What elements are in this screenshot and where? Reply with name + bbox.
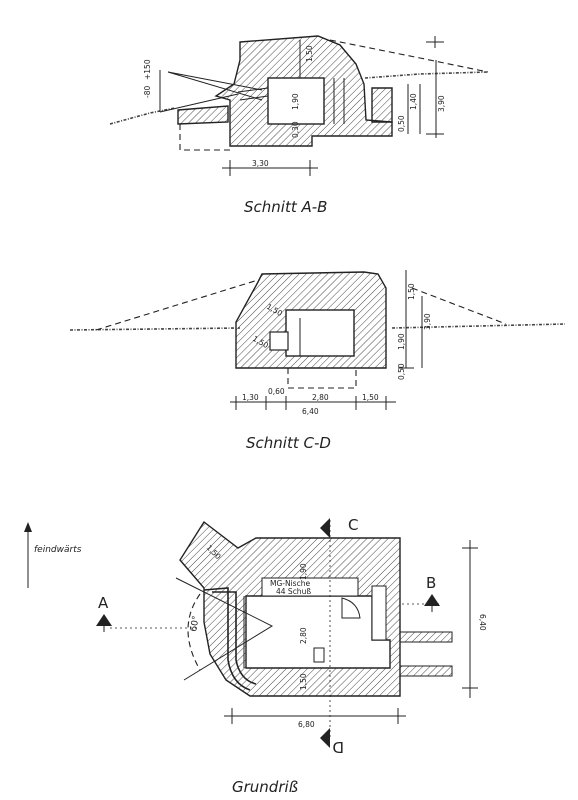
plan-room-depth-dim: 2,80 [299, 627, 308, 644]
ab-inner-dim: 1,40 [409, 93, 418, 110]
ab-floor-dim: 0,30 [291, 121, 300, 138]
direction-arrow-head [24, 522, 32, 532]
caption-section-cd: Schnitt C-D [246, 434, 331, 452]
cd-base-dim: 0,50 [397, 363, 406, 380]
cd-ground-right [391, 323, 566, 329]
marker-d: D [332, 738, 344, 756]
ab-roof-dim: 1,50 [305, 45, 314, 62]
cd-room [285, 309, 355, 357]
direction-label: feindwärts [34, 545, 82, 555]
cd-room-width-dim: 2,80 [312, 393, 329, 402]
cd-total-height-dim: 3,90 [423, 313, 432, 330]
cd-room-height-dim: 1,90 [397, 333, 406, 350]
plan-view: feindwärts MG-Nische 44 Schuß 60° 1,50 [24, 516, 487, 796]
marker-b: B [426, 574, 436, 592]
ab-room-height-dim: 1,90 [291, 93, 300, 110]
ab-slope-a: +150 [143, 59, 152, 80]
cd-earth-right [411, 287, 507, 325]
caption-plan: Grundriß [232, 778, 298, 796]
plan-entrance-upper [399, 631, 453, 643]
cd-right-wall-dim: 1,50 [362, 393, 379, 402]
ab-ground-right [364, 71, 489, 79]
ab-room [267, 77, 325, 125]
ab-total-height-dim: 3,90 [437, 95, 446, 112]
plan-total-width-dim: 6,80 [298, 720, 315, 729]
plan-niche-line1: MG-Nische [270, 579, 310, 588]
plan-niche-line2: 44 Schuß [276, 587, 311, 596]
cd-earth-left [95, 279, 259, 331]
plan-entrance-lower [399, 665, 453, 677]
plan-niche [261, 577, 359, 597]
caption-section-ab: Schnitt A-B [244, 198, 327, 216]
plan-angle: 60° [189, 615, 202, 632]
ab-earth-cover [329, 39, 489, 73]
ab-ground-left [109, 107, 176, 125]
marker-c: C [348, 516, 358, 534]
plan-upper-wall-dim: 1,90 [299, 563, 308, 580]
plan-fire-arc [187, 593, 201, 671]
section-cd: 1,50 1,50 1,50 1,90 3,90 0,50 1,30 0,60 … [69, 270, 566, 452]
ab-slope-b: -80 [143, 86, 152, 98]
plan-door [341, 597, 361, 619]
ab-step-dim: 0,50 [397, 115, 406, 132]
cd-roof-dim: 1,50 [407, 283, 416, 300]
marker-a: A [98, 594, 109, 612]
cd-gap-dim: 0,60 [268, 387, 285, 396]
cd-total-width-dim: 6,40 [302, 407, 319, 416]
plan-total-depth-dim: 6,40 [478, 614, 487, 631]
cd-left-wall-dim: 1,30 [242, 393, 259, 402]
ab-rear-block [371, 87, 393, 123]
ab-width-dim: 3,30 [252, 159, 269, 168]
ab-front-slab [177, 105, 229, 125]
cd-ground-left [69, 327, 241, 331]
plan-lower-wall-dim: 1,50 [299, 673, 308, 690]
section-ab: -80 +150 1,50 1,90 0,30 0,50 1,40 3,90 3… [109, 35, 489, 216]
